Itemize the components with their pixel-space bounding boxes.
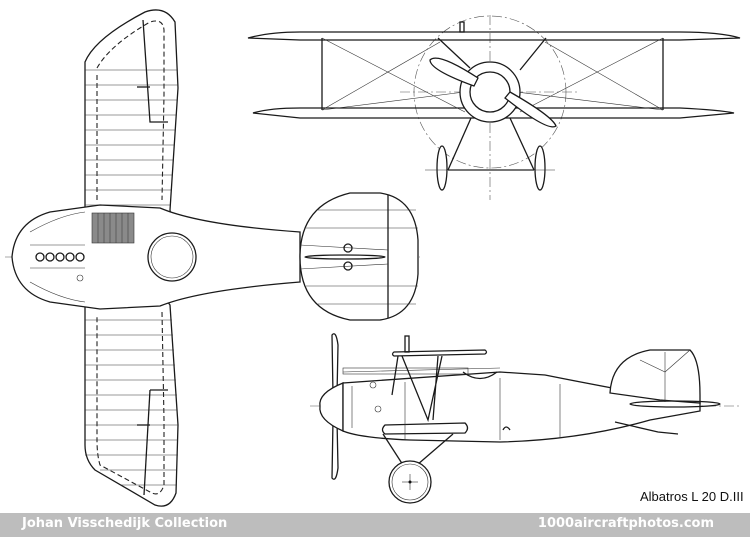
footer-bar: Johan Visschedijk Collection 1000aircraf… [0,513,750,537]
top-view [5,9,420,507]
collection-credit: Johan Visschedijk Collection [22,516,228,531]
aircraft-three-view-drawing [5,9,741,507]
front-view [247,15,741,200]
site-watermark: 1000aircraftphotos.com [537,516,714,531]
side-view [310,333,740,504]
drawing-caption: Albatros L 20 D.III [640,489,744,504]
